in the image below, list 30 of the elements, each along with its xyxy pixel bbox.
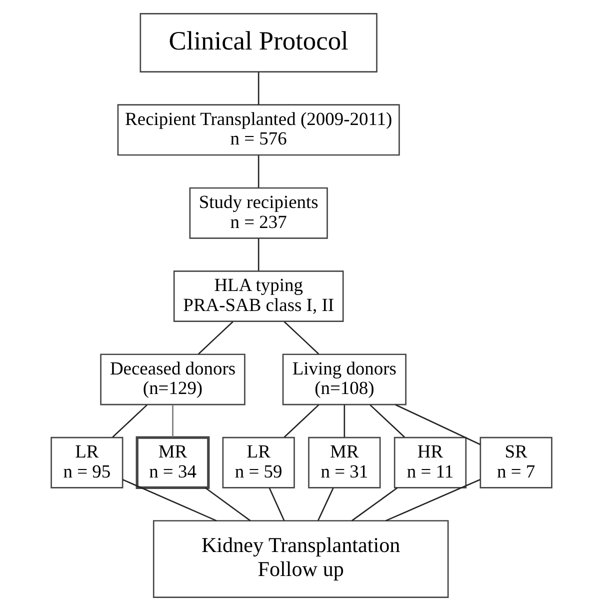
connector: [385, 479, 480, 522]
node-box: Kidney Transplantation Follow up: [152, 520, 448, 598]
connector: [204, 487, 250, 522]
node-box: HLA typing PRA-SAB class I, II: [172, 270, 344, 322]
node-box: Deceased donors (n=129): [100, 354, 245, 406]
node-box: Study recipients n = 237: [188, 187, 328, 239]
connector: [351, 487, 398, 522]
connector: [112, 404, 147, 438]
connector: [198, 321, 233, 354]
node-box: MR n = 31: [308, 436, 380, 488]
connector: [257, 72, 259, 105]
node-box: LR n = 59: [222, 436, 294, 488]
connector: [257, 238, 259, 271]
node-box: HR n = 11: [393, 436, 466, 488]
node-box: Clinical Protocol: [139, 13, 377, 72]
connector: [257, 155, 259, 188]
node-box: SR n = 7: [479, 436, 552, 488]
connector: [283, 404, 319, 438]
node-box: Recipient Transplanted (2009-2011) n = 576: [116, 104, 400, 156]
connector: [343, 404, 345, 438]
connector: [122, 479, 216, 522]
node-box: Living donors (n=108): [282, 354, 406, 406]
connector: [283, 321, 319, 354]
node-box: LR n = 95: [50, 436, 123, 488]
connector: [394, 404, 480, 446]
connector: [172, 404, 173, 438]
connector: [369, 404, 404, 438]
node-box: MR n = 34: [135, 436, 210, 490]
connector: [268, 488, 284, 521]
connector: [317, 488, 334, 521]
